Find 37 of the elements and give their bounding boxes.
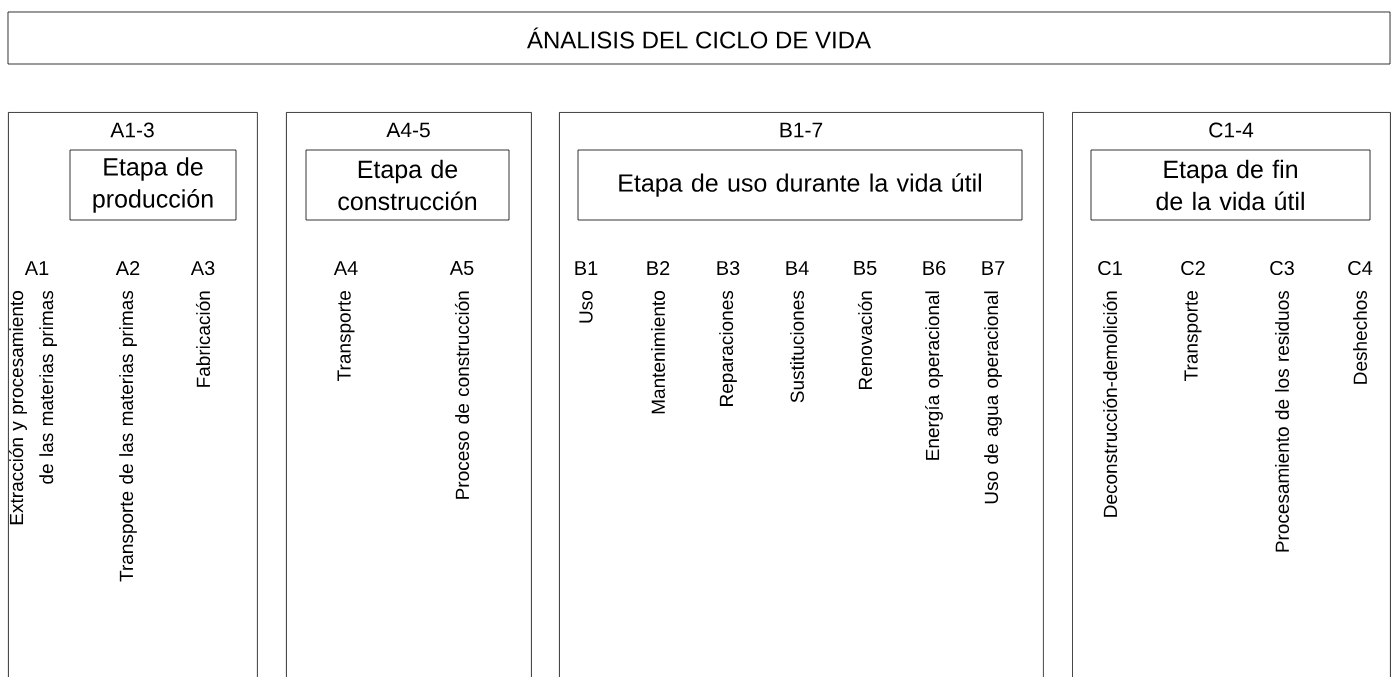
module-code: B5 [854, 261, 877, 275]
module-code: B6 [923, 260, 946, 276]
module-label: Energía operacional [925, 291, 943, 460]
module-label: Reparaciones [719, 290, 737, 406]
module-code: B7 [982, 261, 1005, 275]
module-label: Uso de agua operacional [984, 291, 1002, 504]
module-code: A5 [449, 261, 474, 275]
module-label: Extracción y procesamiento de las materias primas [9, 290, 57, 525]
module-label: Sustituciones [790, 290, 804, 403]
module-code: B2 [647, 261, 670, 275]
stage-box: Etapa de fin de la vida útil [1090, 149, 1371, 221]
module-code: C2 [1181, 260, 1205, 276]
module-label: Transporte [337, 291, 355, 381]
module-code: B1 [575, 261, 598, 275]
module-code: C3 [1270, 260, 1294, 276]
module-label: Proceso de construcción [454, 291, 470, 499]
module-label: Transporte de las materias primas [119, 290, 137, 582]
module-label: Procesamiento de los residuos [1275, 290, 1289, 552]
module-label: Renovación [857, 291, 873, 389]
module-code: C1 [1098, 260, 1122, 276]
title-box: ÁNALISIS DEL CICLO DE VIDA [7, 11, 1391, 65]
module-code: B4 [786, 261, 809, 275]
module-label: Uso [579, 291, 593, 323]
module-label: Mantenimiento [651, 291, 665, 414]
module-label: Deshechos [1353, 290, 1367, 384]
stage-box: Etapa de uso durante la vida útil [577, 149, 1023, 221]
module-code: A2 [115, 261, 140, 275]
stage-box: Etapa de producción [69, 149, 237, 221]
module-label: Deconstrucción-demolición [1102, 291, 1118, 517]
module-code: B3 [717, 260, 740, 276]
module-label: Transporte [1184, 291, 1202, 381]
module-code: C4 [1348, 260, 1373, 276]
module-label: Fabricación [195, 291, 211, 387]
module-code: A4 [333, 261, 358, 275]
module-code: A3 [190, 260, 215, 276]
module-code: A1 [24, 261, 49, 275]
stage-box: Etapa de construcción [305, 149, 510, 221]
